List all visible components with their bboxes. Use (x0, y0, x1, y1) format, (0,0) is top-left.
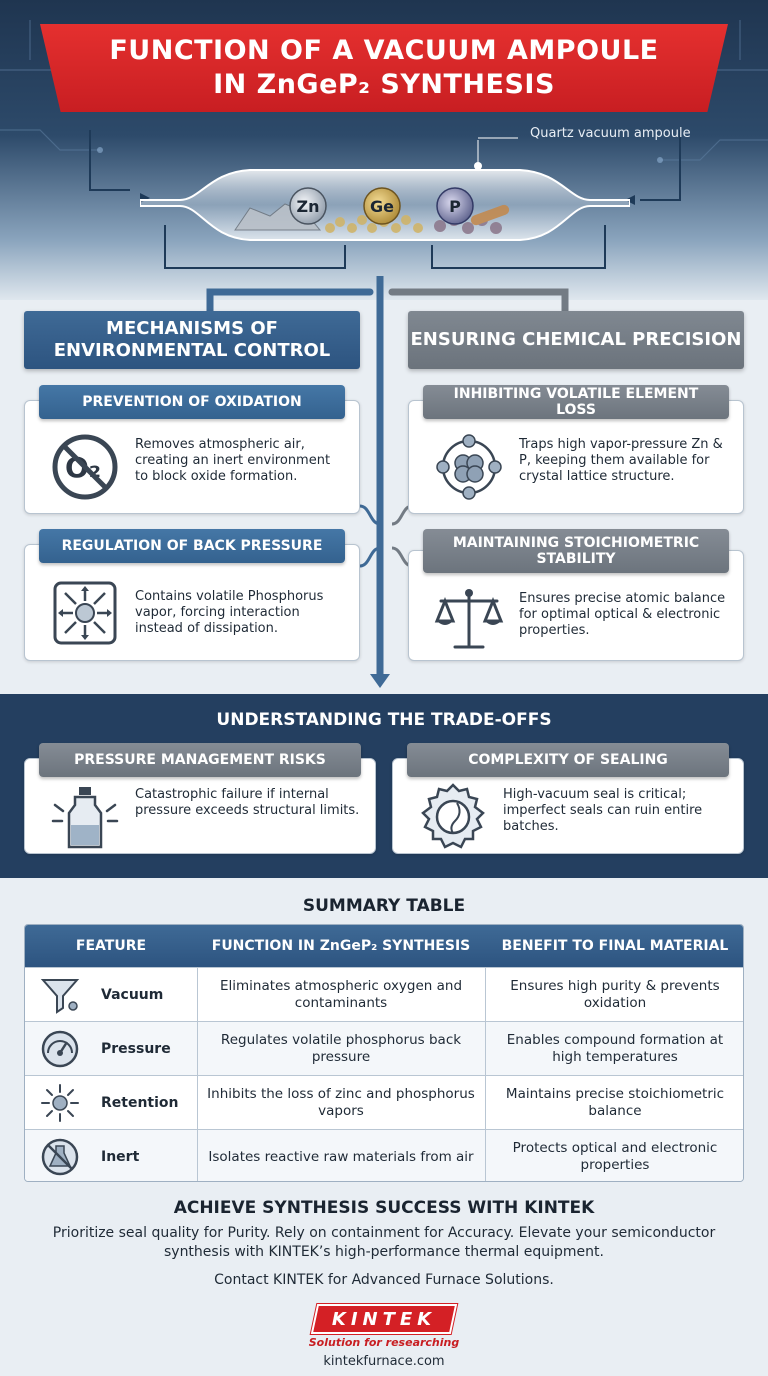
card-complexity-of-sealing: COMPLEXITY OF SEALING High-vacuum seal i… (392, 743, 744, 854)
tradeoffs-heading: UNDERSTANDING THE TRADE-OFFS (216, 710, 552, 730)
card-text: High-vacuum seal is critical; imperfect … (503, 787, 703, 834)
title-banner: FUNCTION OF A VACUUM AMPOULE IN ZnGeP₂ S… (40, 24, 728, 112)
contact-link[interactable]: Contact KINTEK for Advanced Furnace Solu… (214, 1272, 554, 1288)
kintek-logo[interactable]: KINTEK (310, 1304, 458, 1334)
benefit-cell: Maintains precise stoichiometric balance (505, 1086, 725, 1119)
logo-text: KINTEK (331, 1308, 437, 1330)
gauge-icon (41, 1030, 79, 1068)
tradeoffs-section: UNDERSTANDING THE TRADE-OFFS PRESSURE MA… (0, 694, 768, 878)
no-oxygen-icon: O₂ (52, 434, 118, 500)
precision-heading: ENSURING CHEMICAL PRECISION (408, 311, 744, 369)
function-cell: Regulates volatile phosphorus back press… (220, 1032, 462, 1065)
benefit-cell: Enables compound formation at high tempe… (506, 1032, 724, 1065)
card-text: Traps high vapor-pressure Zn & P, keepin… (519, 437, 723, 484)
card-title: PREVENTION OF OXIDATION (39, 385, 345, 419)
website-link[interactable]: kintekfurnace.com (323, 1354, 445, 1369)
card-text: Catastrophic failure if internal pressur… (135, 787, 360, 818)
mechanisms-heading: MECHANISMS OF ENVIRONMENTAL CONTROL (24, 311, 360, 369)
card-text: Contains volatile Phosphorus vapor, forc… (135, 589, 324, 636)
card-prevention-of-oxidation: PREVENTION OF OXIDATION O₂ Removes atmos… (24, 385, 360, 514)
bottle-burst-icon (51, 787, 119, 849)
card-regulation-of-back-pressure: REGULATION OF BACK PRESSURE Contains vol… (24, 529, 360, 661)
function-cell: Inhibits the loss of zinc and phosphorus… (207, 1086, 475, 1119)
feature-name: Inert (101, 1149, 140, 1165)
summary-heading: SUMMARY TABLE (302, 896, 466, 916)
benefit-cell: Ensures high purity & prevents oxidation (510, 978, 720, 1011)
card-title: COMPLEXITY OF SEALING (407, 743, 729, 777)
title-line-2: IN ZnGeP₂ SYNTHESIS (213, 69, 555, 100)
card-maintaining-stoichiometric-stability: MAINTAINING STOICHIOMETRIC STABILITY Ens… (408, 529, 744, 661)
card-text: Removes atmospheric air, creating an ine… (135, 437, 331, 484)
table-row: Retention Inhibits the loss of zinc and … (25, 1075, 743, 1129)
card-title: REGULATION OF BACK PRESSURE (39, 529, 345, 563)
column-header-feature: FEATURE (75, 938, 147, 954)
table-header: FEATURE FUNCTION IN ZnGeP₂ SYNTHESIS BEN… (25, 925, 743, 967)
cta-heading: ACHIEVE SYNTHESIS SUCCESS WITH KINTEK (173, 1198, 595, 1218)
hero-section: FUNCTION OF A VACUUM AMPOULE IN ZnGeP₂ S… (0, 0, 768, 300)
card-title: PRESSURE MANAGEMENT RISKS (39, 743, 361, 777)
title-line-1: FUNCTION OF A VACUUM AMPOULE (109, 35, 659, 66)
no-flask-icon (41, 1138, 79, 1176)
retention-arrows-icon (41, 1084, 79, 1122)
flow-connectors (206, 276, 569, 688)
element-p: P (449, 197, 461, 216)
benefit-cell: Protects optical and electronic properti… (512, 1140, 718, 1173)
ampoule-label: Quartz vacuum ampoule (530, 126, 691, 141)
feature-name: Vacuum (101, 987, 164, 1003)
function-cell: Isolates reactive raw materials from air (208, 1148, 474, 1165)
molecule-icon (436, 434, 502, 500)
card-inhibiting-volatile-element-loss: INHIBITING VOLATILE ELEMENT LOSS Traps h… (408, 385, 744, 514)
card-title: MAINTAINING STOICHIOMETRIC STABILITY (423, 529, 729, 573)
table-row: Vacuum Eliminates atmospheric oxygen and… (25, 967, 743, 1021)
pressure-arrows-icon (53, 581, 117, 645)
element-zn: Zn (297, 197, 320, 216)
summary-table: FEATURE FUNCTION IN ZnGeP₂ SYNTHESIS BEN… (24, 924, 744, 1182)
cta-text: Prioritize seal quality for Purity. Rely… (52, 1225, 716, 1260)
element-ge: Ge (370, 197, 394, 216)
card-pressure-management-risks: PRESSURE MANAGEMENT RISKS Catastrophic f… (24, 743, 376, 854)
column-header-benefit: BENEFIT TO FINAL MATERIAL (501, 938, 729, 954)
balance-scale-icon (434, 589, 504, 649)
logo-tagline: Solution for researching (308, 1336, 460, 1349)
feature-name: Pressure (101, 1041, 171, 1057)
card-title: INHIBITING VOLATILE ELEMENT LOSS (423, 385, 729, 419)
feature-name: Retention (101, 1095, 179, 1111)
seal-gear-icon (421, 783, 485, 849)
table-row: Inert Isolates reactive raw materials fr… (25, 1129, 743, 1181)
quartz-ampoule-illustration: Zn Ge P (140, 169, 630, 241)
card-text: Ensures precise atomic balance for optim… (519, 591, 726, 638)
column-header-function: FUNCTION IN ZnGeP₂ SYNTHESIS (211, 938, 471, 954)
funnel-icon (40, 979, 80, 1014)
table-row: Pressure Regulates volatile phosphorus b… (25, 1021, 743, 1075)
function-cell: Eliminates atmospheric oxygen and contam… (219, 978, 463, 1011)
